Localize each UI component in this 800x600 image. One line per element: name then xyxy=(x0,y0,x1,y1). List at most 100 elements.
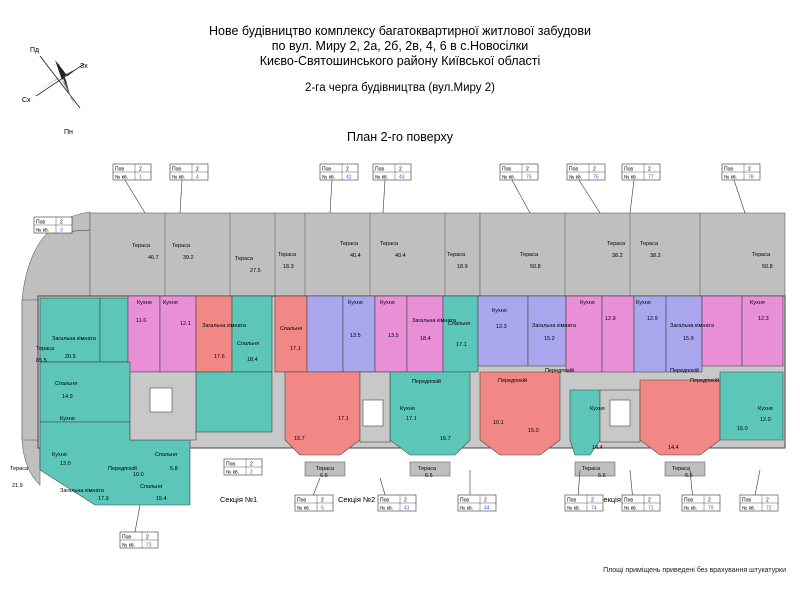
terrace-label: Тераса xyxy=(278,252,297,258)
tag-apt-label: № кв. xyxy=(375,175,388,181)
room-area: 15.0 xyxy=(528,428,539,434)
tag-apt-label: № кв. xyxy=(380,506,393,512)
tag-floor-label: Пов xyxy=(297,498,306,504)
room-name: Загальна кімната xyxy=(202,323,247,329)
tag-floor-label: Пов xyxy=(502,167,511,173)
tag-floor-label: Пов xyxy=(36,220,45,226)
terrace-label: Тераса xyxy=(640,241,659,247)
terrace-label: Тераса xyxy=(10,466,29,472)
tag-apt-label: № кв. xyxy=(567,506,580,512)
room-name: Спальня xyxy=(140,484,162,490)
room-name: Кухня xyxy=(758,406,773,412)
tag-floor-label: Пов xyxy=(624,498,633,504)
terrace-area: 38.2 xyxy=(650,253,661,259)
tag-apt-value: 72 xyxy=(766,506,772,512)
room-area: 14.4 xyxy=(668,445,679,451)
room-area: 17.1 xyxy=(456,342,467,348)
tag-floor-value: 2 xyxy=(766,498,769,504)
room-area: 13.5 xyxy=(388,333,399,339)
room-area: 17.1 xyxy=(338,416,349,422)
section-label-2: Секція №2 xyxy=(338,495,375,504)
tag-floor-label: Пов xyxy=(115,167,124,173)
tag-floor-value: 2 xyxy=(250,462,253,468)
room-area: 11.6 xyxy=(136,318,146,324)
tag-floor-value: 2 xyxy=(484,498,487,504)
room-name: Кухня xyxy=(348,300,363,306)
apartment-tag: Пов 2 № кв. 74 xyxy=(564,469,604,512)
tag-floor-label: Пов xyxy=(460,498,469,504)
terrace-area: 50.8 xyxy=(530,264,541,270)
terrace-label: Тераса xyxy=(447,252,466,258)
construction-stage: 2-га черга будівництва (вул.Миру 2) xyxy=(305,82,495,94)
room-area: 12.3 xyxy=(496,324,507,330)
terrace-label: Тераса xyxy=(235,256,254,262)
tag-floor-label: Пов xyxy=(122,535,131,541)
terrace-area: 38.2 xyxy=(612,253,623,259)
document-header: Нове будівництво комплексу багатоквартир… xyxy=(0,24,800,69)
tag-apt-value: 3 xyxy=(60,228,63,234)
room-area: 15.4 xyxy=(156,496,167,502)
terrace-label: Тераса xyxy=(36,346,55,352)
compass-north: Пн xyxy=(64,129,73,136)
room-name: Кухня xyxy=(137,300,152,306)
terrace-area: 6.6 xyxy=(320,473,328,479)
room-name: Передпокій xyxy=(545,367,574,374)
title-line-2: по вул. Миру 2, 2а, 2б, 2в, 4, 6 в с.Нов… xyxy=(271,39,529,53)
room-name: Кухня xyxy=(492,308,507,314)
section-label-3: Секція №3 xyxy=(598,495,635,504)
floor-plan-title: План 2-го поверху xyxy=(347,130,453,144)
terrace-area: 50.8 xyxy=(762,264,773,270)
tag-floor-value: 2 xyxy=(648,167,651,173)
tag-apt-label: № кв. xyxy=(460,506,473,512)
tag-floor-value: 2 xyxy=(404,498,407,504)
room-area: 15.9 xyxy=(683,336,694,342)
terrace-area: 6.6 xyxy=(598,473,606,479)
title-line-3: Києво-Святошинського району Київської об… xyxy=(259,54,541,68)
tag-apt-value: 42 xyxy=(346,175,352,181)
terrace-labels: Тераса 46.7 Тераса 39.2 Тераса 27.5 Тера… xyxy=(10,241,773,489)
tag-apt-label: № кв. xyxy=(122,543,135,549)
tag-floor-label: Пов xyxy=(226,462,235,468)
room-area: 10.1 xyxy=(493,420,504,426)
tag-apt-label: № кв. xyxy=(624,175,637,181)
room-name: Кухня xyxy=(380,300,395,306)
room-area: 15.7 xyxy=(294,436,305,442)
tag-apt-value: 43 xyxy=(399,175,405,181)
tag-apt-label: № кв. xyxy=(322,175,335,181)
terrace-area: 27.5 xyxy=(250,268,261,274)
room-area: 16.7 xyxy=(440,436,451,442)
tag-floor-value: 2 xyxy=(591,498,594,504)
tag-floor-value: 2 xyxy=(748,167,751,173)
room-name: Спальня xyxy=(448,321,470,327)
tag-apt-value: 78 xyxy=(748,175,754,181)
tag-floor-label: Пов xyxy=(742,498,751,504)
compass-south: Пд xyxy=(30,47,39,54)
room-name: Кухня xyxy=(163,300,178,306)
room-area: 15.2 xyxy=(544,336,555,342)
tag-floor-label: Пов xyxy=(567,498,576,504)
tag-floor-value: 2 xyxy=(146,535,149,541)
terrace-label: Тераса xyxy=(172,243,191,249)
room-area: 18.4 xyxy=(420,336,431,342)
room-area: 12.3 xyxy=(758,316,769,322)
compass-east: Сх xyxy=(22,97,31,104)
terrace-area: 39.2 xyxy=(183,255,194,261)
tag-apt-value: 1 xyxy=(139,175,142,181)
tag-apt-value: 74 xyxy=(591,506,597,512)
tag-apt-value: 2 xyxy=(250,470,253,476)
room-area: 14.4 xyxy=(592,445,603,451)
terrace-label: Тераса xyxy=(132,243,151,249)
room-area: 12.9 xyxy=(605,316,616,322)
tag-apt-label: № кв. xyxy=(502,175,515,181)
tag-floor-label: Пов xyxy=(375,167,384,173)
